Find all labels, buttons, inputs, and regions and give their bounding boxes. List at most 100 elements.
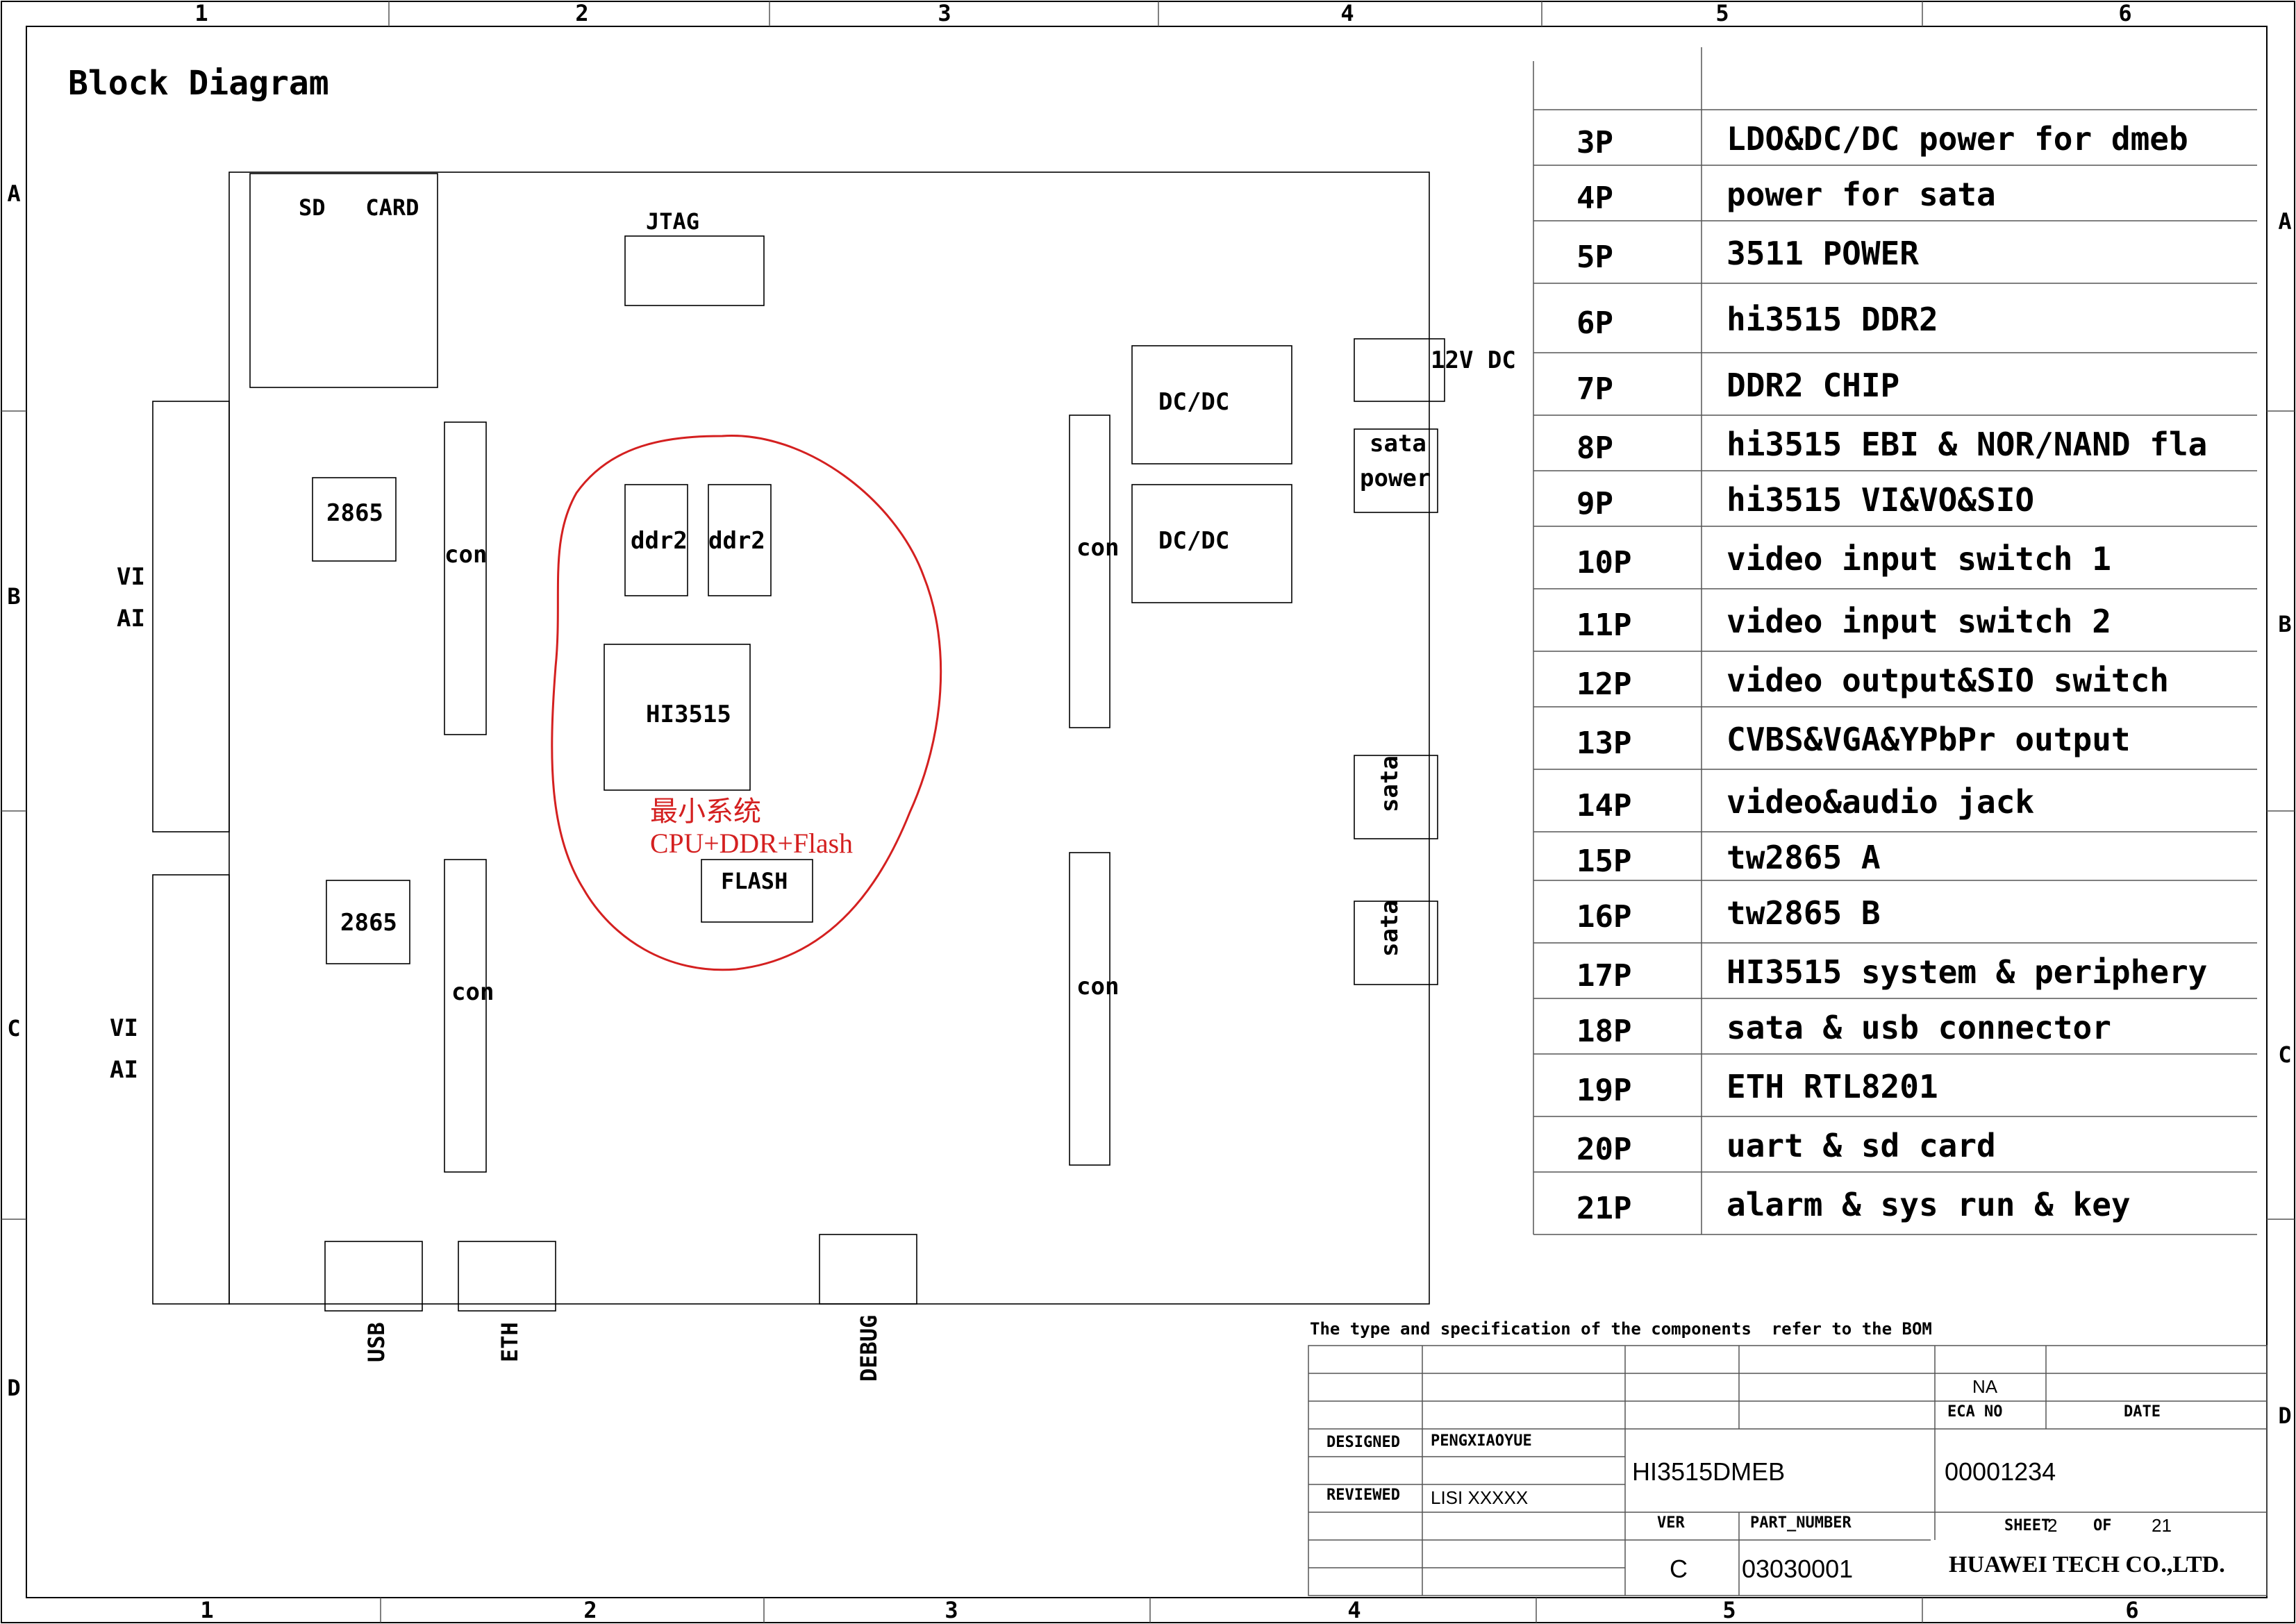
page-index-title: power for sata [1727,176,1996,213]
ddr2-chip-a-label: ddr2 [631,527,688,555]
sata-connector-a [1354,755,1438,839]
page-index-page: 8P [1577,430,1613,466]
sata-power-label-1: sata [1370,430,1426,458]
title-designed-value: PENGXIAOYUE [1431,1432,1532,1450]
usb-label: USB [363,1322,390,1362]
page-index-title: hi3515 EBI & NOR/NAND fla [1727,426,2207,463]
page-index-title: video input switch 1 [1727,540,2111,578]
page-index-row: 10P video input switch 1 [1533,540,2257,589]
vi-label-bottom: VI [110,1014,138,1042]
page-index-title: alarm & sys run & key [1727,1186,2131,1223]
sata-connector-b-label: sata [1376,900,1404,957]
zone-col-2-top: 2 [575,0,588,26]
page-index-page: 16P [1577,899,1631,935]
sd-card-block [249,173,438,388]
title-company: HUAWEI TECH CO.,LTD. [1949,1552,2225,1577]
minimum-system-highlight-loop [551,435,942,971]
jtag-label: JTAG [646,208,699,235]
page-index-title: video input switch 2 [1727,603,2111,640]
title-board-name: HI3515DMEB [1632,1457,1785,1486]
zone-col-3-bottom: 3 [945,1597,958,1623]
page-index-title: sata & usb connector [1727,1009,2111,1046]
eth-connector [458,1241,556,1312]
sd-card-label: SD CARD [299,194,419,221]
title-sheet-label: SHEET [2004,1517,2050,1534]
title-ver-label: VER [1657,1514,1685,1532]
zone-row-b-right: B [2278,611,2291,637]
page-index-title: HI3515 system & periphery [1727,953,2207,991]
page-index-table-frame [1533,47,2257,1234]
con-left-bottom-label: con [451,978,494,1006]
title-sheet-value: 2 [2047,1515,2057,1536]
page-index-row: 16P tw2865 B [1533,894,2257,944]
zone-row-d-left: D [7,1375,20,1401]
page-index-page: 17P [1577,958,1631,994]
inner-border [26,26,2268,1598]
flash-chip-label: FLASH [721,868,788,894]
page-index-title: LDO&DC/DC power for dmeb [1727,120,2188,158]
hi3515-chip [604,644,751,791]
title-designed-label: DESIGNED [1326,1434,1400,1451]
page-index-page: 13P [1577,726,1631,761]
con-right-bottom-label: con [1076,973,1119,1001]
dcdc-block-a-label: DC/DC [1158,388,1229,416]
usb-connector [324,1241,423,1312]
title-reviewed-label: REVIEWED [1326,1487,1400,1504]
zone-row-d-right: D [2278,1403,2291,1429]
zone-col-4-bottom: 4 [1347,1597,1361,1623]
annotation-line-2: CPU+DDR+Flash [650,828,853,859]
dcdc-block-b [1131,484,1292,603]
main-board-outline [228,171,1430,1305]
hi3515-chip-label: HI3515 [646,701,731,728]
page-index-page: 10P [1577,545,1631,580]
chip-2865-top-label: 2865 [326,499,383,527]
con-left-top-label: con [444,541,487,569]
sata-connector-a-label: sata [1376,755,1404,812]
zone-row-c-left: C [7,1015,20,1041]
page-index-title: tw2865 B [1727,894,1881,932]
sata-power-label-2: power [1360,464,1431,492]
chip-2865-top [312,477,397,562]
zone-col-4-top: 4 [1340,0,1354,26]
diagram-title: Block Diagram [68,64,329,103]
page-index-title: CVBS&VGA&YPbPr output [1727,721,2131,758]
zone-col-3-top: 3 [938,0,951,26]
title-of-value: 21 [2152,1515,2172,1536]
con-right-top [1069,415,1110,728]
debug-connector [819,1234,917,1305]
zone-row-b-left: B [7,583,20,610]
sata-connector-b [1354,901,1438,985]
zone-col-1-top: 1 [194,0,208,26]
dcdc-block-b-label: DC/DC [1158,527,1229,555]
title-doc-number: 00001234 [1945,1457,2056,1486]
page-index-row: 13P CVBS&VGA&YPbPr output [1533,721,2257,770]
page-index-row: 4P power for sata [1533,176,2257,221]
page-index-page: 15P [1577,844,1631,879]
zone-col-5-bottom: 5 [1722,1597,1736,1623]
title-block-grid [1308,1345,2268,1596]
page-index-page: 12P [1577,667,1631,702]
ddr2-chip-b [708,484,772,596]
debug-label: DEBUG [856,1315,882,1382]
title-date-label: DATE [2124,1403,2161,1421]
vi-label-top: VI [117,563,145,591]
jtag-block [624,235,765,306]
page-index-page: 4P [1577,181,1613,216]
zone-col-2-bottom: 2 [583,1597,597,1623]
title-reviewed-value: LISI XXXXX [1431,1487,1528,1508]
title-ver-value: C [1670,1555,1688,1583]
bom-note: The type and specification of the compon… [1310,1319,1932,1339]
chip-2865-bottom-label: 2865 [340,909,397,937]
flash-chip [701,859,813,923]
dcdc-block-a [1131,345,1292,464]
vi-ai-connector-top [152,401,230,832]
